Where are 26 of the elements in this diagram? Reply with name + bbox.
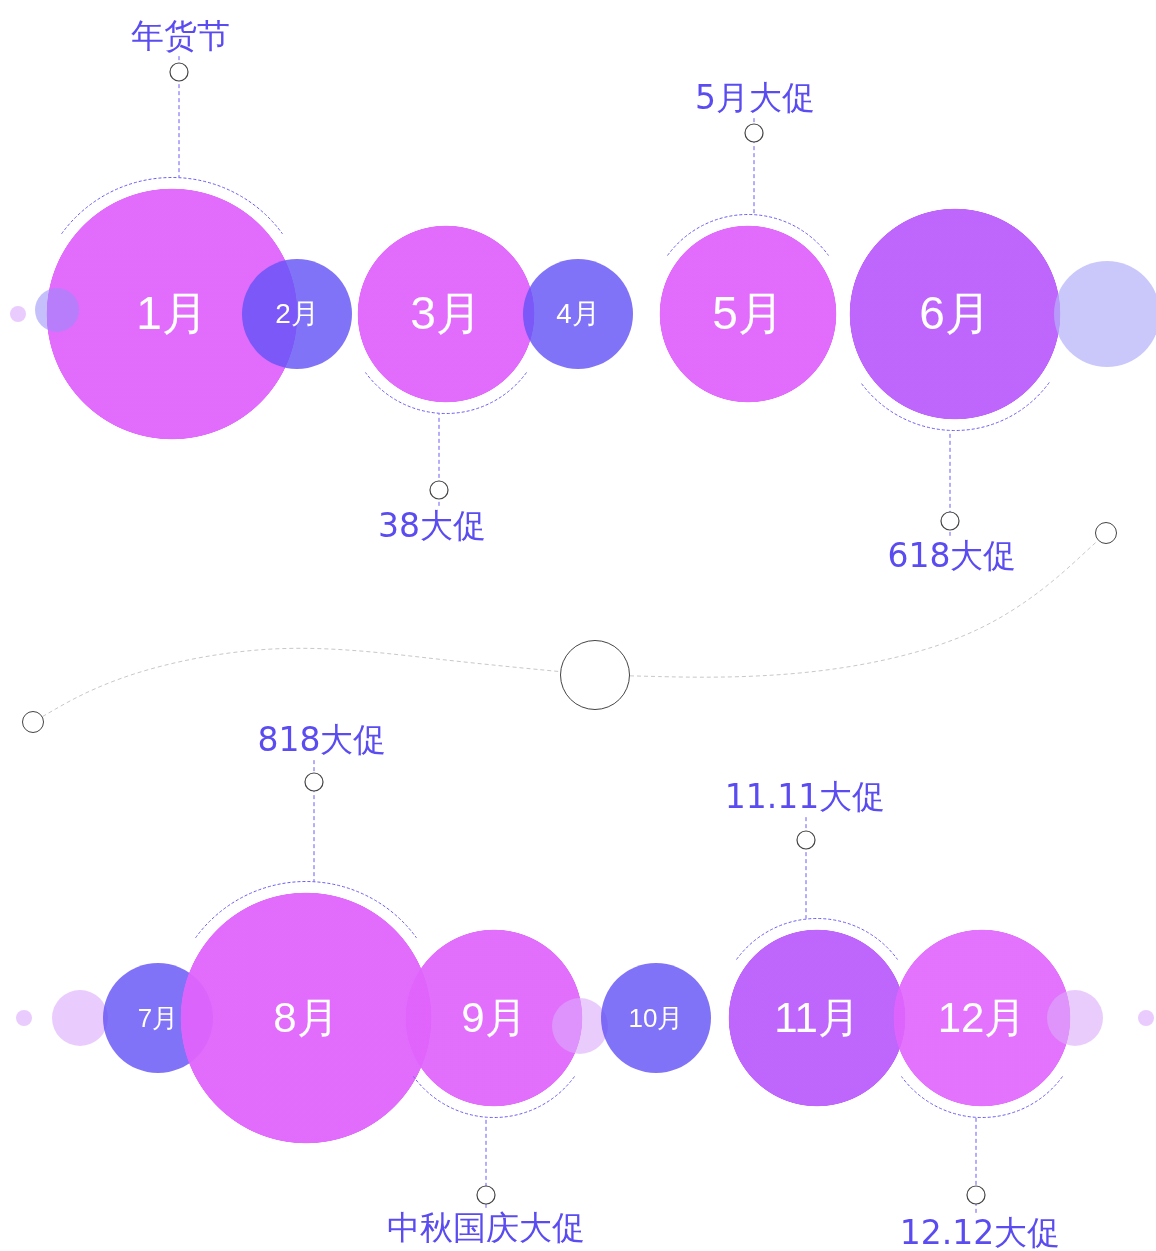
month-label: 1月 <box>136 286 208 341</box>
hollow-circle <box>1095 522 1117 544</box>
event-label: 12.12大促 <box>899 1214 1061 1251</box>
hollow-circle <box>22 711 44 733</box>
month-label: 11月 <box>774 993 860 1043</box>
month-label: 6月 <box>919 286 991 341</box>
decorative-dot <box>1138 1010 1154 1026</box>
decorative-dot <box>10 306 26 322</box>
event-label: 11.11大促 <box>724 778 886 816</box>
month-label: 8月 <box>273 993 339 1043</box>
month-label: 2月 <box>275 297 319 331</box>
event-label: 年货节 <box>130 17 230 55</box>
month-label: 9月 <box>461 993 527 1043</box>
month-label: 12月 <box>937 993 1027 1043</box>
event-label: 5月大促 <box>695 79 815 117</box>
event-label: 38大促 <box>378 507 486 545</box>
event-label: 中秋国庆大促 <box>387 1209 585 1247</box>
month-label: 5月 <box>712 286 784 341</box>
decorative-dot <box>16 1010 32 1026</box>
event-label: 618大促 <box>887 537 1017 575</box>
decorative-dot <box>1047 990 1103 1046</box>
event-label: 818大促 <box>257 721 387 759</box>
month-label: 7月 <box>137 1001 179 1035</box>
month-label: 3月 <box>410 286 482 341</box>
month-label: 10月 <box>628 1001 684 1035</box>
month-label: 4月 <box>556 297 600 331</box>
